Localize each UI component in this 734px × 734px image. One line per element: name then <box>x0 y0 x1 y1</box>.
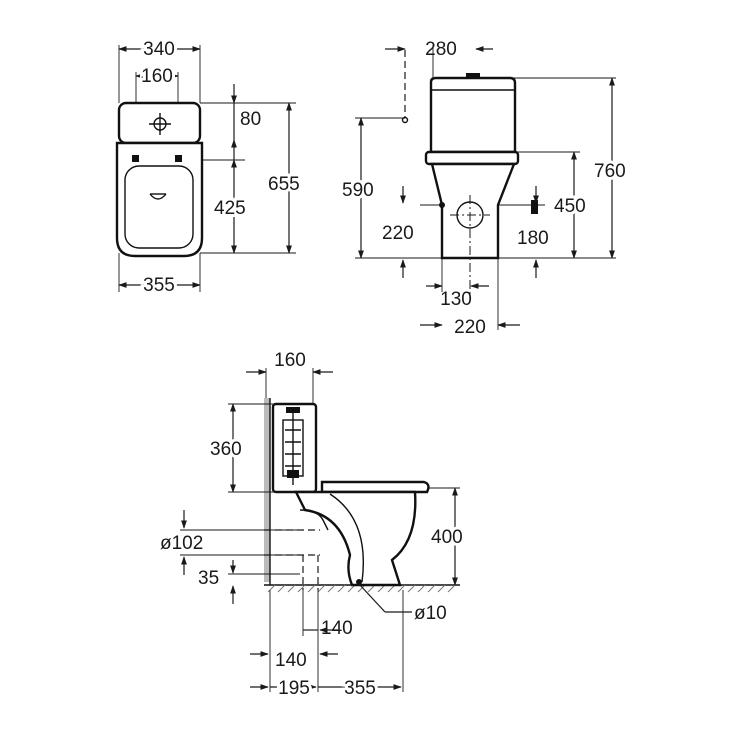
front-tank <box>429 76 517 154</box>
dim-side-d102: ø102 <box>160 533 203 554</box>
dim-side-160: 160 <box>274 350 306 371</box>
dim-side-140-a: 140 <box>321 618 353 639</box>
dim-top-80: 80 <box>240 109 261 130</box>
dim-side-35: 35 <box>198 568 219 589</box>
dim-top-355: 355 <box>143 275 175 296</box>
dim-side-400: 400 <box>431 527 463 548</box>
dim-front-760: 760 <box>594 161 626 182</box>
dim-side-195: 195 <box>278 678 310 699</box>
dim-front-450: 450 <box>554 196 586 217</box>
dim-top-340: 340 <box>143 39 175 60</box>
dim-side-140-b: 140 <box>275 650 307 671</box>
side-tank <box>271 402 318 494</box>
dim-front-280: 280 <box>425 39 457 60</box>
dim-top-425: 425 <box>214 198 246 219</box>
dim-front-590: 590 <box>342 180 374 201</box>
dim-front-220-base: 220 <box>454 317 486 338</box>
side-bowl <box>294 490 417 587</box>
dim-side-360: 360 <box>210 439 242 460</box>
dim-front-130: 130 <box>440 289 472 310</box>
dim-side-355: 355 <box>344 678 376 699</box>
top-view: 340 160 80 425 655 355 <box>115 36 303 299</box>
dim-side-d10: ø10 <box>414 603 447 624</box>
dim-front-220: 220 <box>382 223 414 244</box>
side-seat <box>320 480 430 494</box>
front-pedestal <box>430 162 516 260</box>
floor-hatch <box>267 584 456 593</box>
side-view: 160 360 400 ø102 35 ø10 140 140 195 355 <box>160 350 466 702</box>
top-seat <box>124 165 194 249</box>
front-view: 280 590 760 450 220 180 130 220 <box>339 39 629 338</box>
dim-top-160: 160 <box>141 66 173 87</box>
dim-front-180: 180 <box>517 228 549 249</box>
front-seat <box>424 150 520 166</box>
dim-top-655: 655 <box>268 174 300 195</box>
